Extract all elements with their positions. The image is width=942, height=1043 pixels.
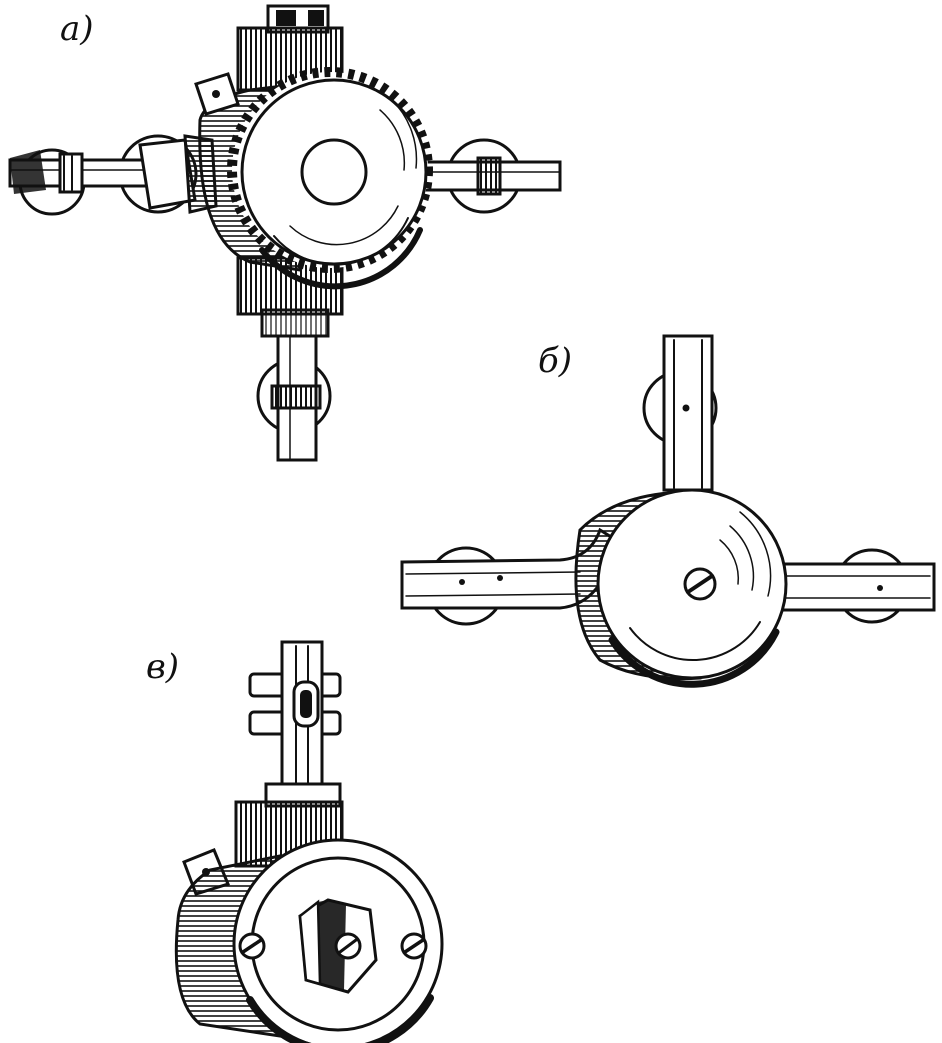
figure-c-cable [248, 640, 342, 804]
figure-a-left-cable [8, 150, 172, 194]
figure-a-bottom-cable [260, 308, 330, 462]
figure-a-cover [240, 78, 428, 290]
figure-b-vertical-cable [662, 334, 714, 492]
figure-a-junction-box [8, 4, 562, 462]
figure-c-rotary-knob [298, 898, 378, 994]
figure-c-left-screw-icon [238, 932, 266, 960]
figure-a-right-cable [408, 156, 562, 196]
figure-c-rotary-switch [174, 640, 444, 1043]
label-figure-b: б) [538, 341, 572, 381]
label-figure-c: в) [146, 647, 179, 687]
figure-b-right-cable [770, 562, 936, 612]
figure-c-right-screw-icon [400, 932, 428, 960]
figure-b-screw-icon [683, 567, 717, 601]
label-figure-a: а) [60, 9, 94, 49]
figure-b-junction-box [400, 334, 936, 688]
